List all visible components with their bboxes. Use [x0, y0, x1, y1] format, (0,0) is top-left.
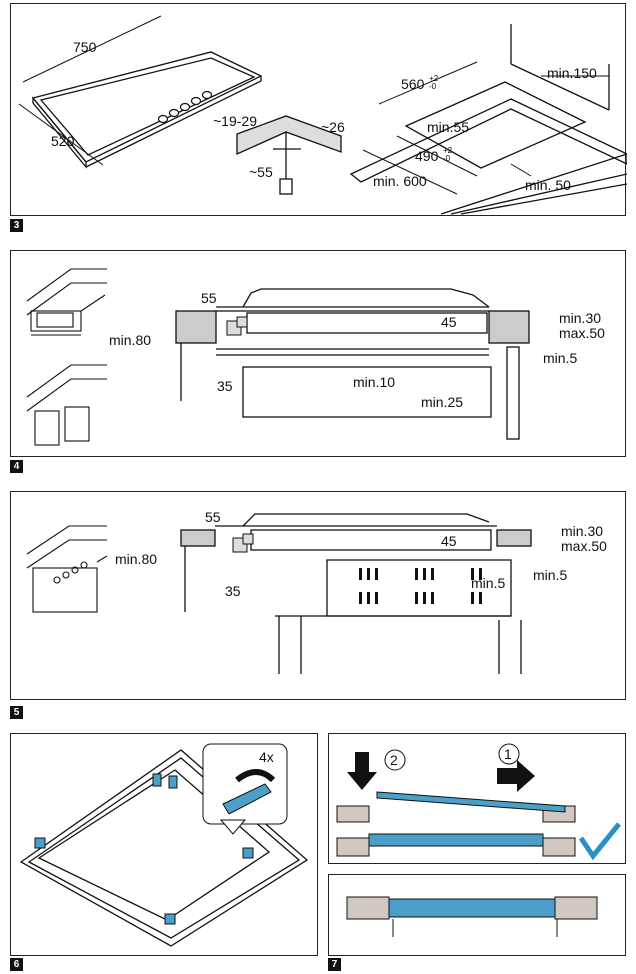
figure-7b-drawing: [346, 896, 598, 937]
vent-slots: [359, 568, 482, 604]
oven-cabinet-sketch: [26, 525, 108, 613]
hob-outline: [31, 51, 263, 169]
check-icon: [578, 822, 621, 861]
dim-45: 45: [441, 533, 457, 549]
dim-min30: min.30: [561, 523, 603, 539]
figure-7b-panel: [328, 874, 626, 956]
dim-min80: min.80: [115, 551, 157, 567]
dim-490: 490: [415, 148, 439, 164]
tol-560-lower: -0: [429, 82, 437, 91]
dim-min5-inner: min.5: [471, 575, 505, 591]
dim-max50: max.50: [559, 325, 605, 341]
figure-6-drawing: 4x: [19, 743, 309, 947]
dim-750: 750: [73, 39, 97, 55]
dim-560: 560: [401, 76, 425, 92]
worktop-right: [554, 896, 598, 920]
figure-4-number: 4: [10, 460, 23, 473]
dim-520: 520: [51, 133, 75, 149]
worktop-right-bottom: [542, 837, 576, 857]
down-arrow-icon: [347, 752, 377, 790]
dim-min150: min.150: [547, 65, 597, 81]
tol-560-upper: +2: [429, 74, 439, 83]
figure-7-number: 7: [328, 958, 341, 971]
dim-min55: min.55: [427, 119, 469, 135]
rotate-arrow-icon: [235, 769, 276, 783]
clamp-brackets: [34, 773, 254, 925]
dim-min80: min.80: [109, 332, 151, 348]
gas-connector-4: [226, 316, 248, 336]
dim-min600: min. 600: [373, 173, 427, 189]
dim-26: ~26: [321, 119, 345, 135]
dim-45: 45: [441, 314, 457, 330]
dim-min25: min.25: [421, 394, 463, 410]
dim-lines-cutout: [362, 61, 609, 195]
dim-19-29: ~19-29: [213, 113, 257, 129]
figure-7a-drawing: 2 1: [336, 743, 621, 861]
knobs: [157, 90, 213, 124]
dim-lines-hob: [18, 15, 162, 166]
figure-3-number: 3: [10, 219, 23, 232]
figure-4-drawing: 55 min.80 45 min.30 max.50 min.5 min.10 …: [26, 268, 605, 446]
clamp-count: 4x: [259, 749, 274, 765]
figure-5-number: 5: [10, 706, 23, 719]
figure-5-panel: 55 min.80 45 min.30 max.50 min.5 min.5 3…: [10, 491, 626, 700]
step-2-badge: [384, 749, 406, 771]
worktop-left: [346, 896, 390, 920]
callout-pointer: [219, 819, 247, 835]
step-2-label: 2: [390, 752, 398, 768]
worktop-left-bottom: [336, 837, 370, 857]
dim-max50: max.50: [561, 538, 607, 554]
figure-6-panel: 4x: [10, 733, 318, 956]
drawer-cabinet-sketch: [26, 268, 107, 446]
detail-callout: [202, 743, 288, 825]
gas-connector-5: [232, 533, 254, 553]
step-1-badge: [498, 743, 520, 765]
cutout-outline: [349, 24, 627, 215]
figure-4-panel: 55 min.80 45 min.30 max.50 min.5 min.10 …: [10, 250, 626, 457]
figure-3-drawing: 750 520 ~19-29 ~26 ~55 560 +2 -0 min.55 …: [18, 15, 627, 215]
hob-tilted: [376, 791, 566, 813]
dim-min30: min.30: [559, 310, 601, 326]
figure-7a-panel: 2 1: [328, 733, 626, 864]
connector-detail: [236, 115, 342, 195]
dim-35: 35: [225, 583, 241, 599]
tol-490-upper: +2: [443, 146, 453, 155]
figure-6-number: 6: [10, 958, 23, 971]
dim-35: 35: [217, 378, 233, 394]
dim-55: 55: [201, 290, 217, 306]
hob-underside: [19, 749, 309, 947]
right-arrow-icon: [497, 760, 535, 792]
dim-min5: min.5: [543, 350, 577, 366]
clamp-detail: [222, 783, 272, 815]
hob-side-view: [175, 288, 530, 440]
hob-installed: [358, 898, 570, 918]
dim-55: 55: [205, 509, 221, 525]
dim-min10: min.10: [353, 374, 395, 390]
dim-min5-outer: min.5: [533, 567, 567, 583]
dim-55: ~55: [249, 164, 273, 180]
figure-5-drawing: 55 min.80 45 min.30 max.50 min.5 min.5 3…: [26, 509, 607, 674]
dim-min50: min. 50: [525, 177, 571, 193]
hob-over-oven: [180, 513, 532, 674]
figure-3-panel: 750 520 ~19-29 ~26 ~55 560 +2 -0 min.55 …: [10, 3, 627, 216]
tol-490-lower: -0: [443, 154, 451, 163]
worktop-left-top: [336, 805, 370, 823]
step-1-label: 1: [504, 746, 512, 762]
hob-seated: [368, 833, 544, 847]
